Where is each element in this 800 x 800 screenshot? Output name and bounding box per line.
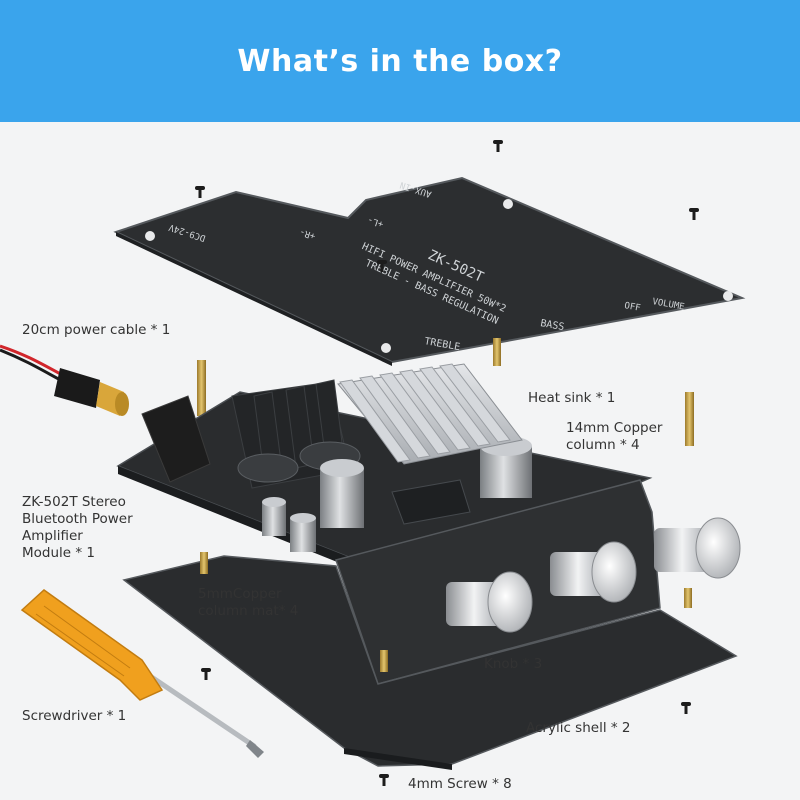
board-l-text: +L- (366, 214, 385, 229)
label-module-line3: Amplifier (22, 528, 83, 544)
screw-icon (195, 140, 699, 272)
board-off-text: OFF (623, 301, 641, 314)
label-screw: 4mm Screw * 8 (408, 776, 512, 792)
label-acrylic-shell: Acrylic shell * 2 (526, 720, 631, 736)
label-module-line4: Module * 1 (22, 545, 96, 561)
label-module-line1: ZK-502T Stereo (22, 494, 126, 510)
label-copper-column-line1: 14mm Copper (566, 420, 663, 436)
copper-column-mat-icon (200, 552, 692, 672)
product-illustration: ZK-502T HIFI POWER AMPLIFIER 50W*2 TREBL… (0, 122, 800, 800)
board-bass-text: BASS (539, 318, 565, 333)
screwdriver-icon (20, 589, 264, 758)
top-acrylic-shell: ZK-502T HIFI POWER AMPLIFIER 50W*2 TREBL… (113, 176, 746, 366)
board-r-text: +R- (298, 226, 317, 241)
heat-sink-icon (337, 363, 523, 465)
header-banner: What’s in the box? (0, 0, 800, 122)
label-column-mat-line2: column mat* 4 (198, 603, 299, 619)
label-copper-column: 14mm Copper column * 4 (566, 420, 662, 454)
page-title: What’s in the box? (237, 43, 563, 79)
screw-icon (201, 668, 691, 786)
knob-icon (446, 517, 741, 633)
label-column-mat: 5mmCopper column mat* 4 (198, 586, 298, 620)
bottom-acrylic-shell (122, 555, 738, 770)
label-screwdriver: Screwdriver * 1 (22, 708, 127, 724)
label-knob: Knob * 3 (484, 656, 543, 672)
power-plug-icon (0, 344, 129, 416)
label-copper-column-line2: column * 4 (566, 437, 640, 453)
label-module-line2: Bluetooth Power (22, 511, 133, 527)
label-column-mat-line1: 5mmCopper (198, 586, 282, 602)
exploded-view-svg: ZK-502T HIFI POWER AMPLIFIER 50W*2 TREBL… (0, 140, 746, 786)
label-module: ZK-502T Stereo Bluetooth Power Amplifier… (22, 494, 133, 562)
label-power-cable: 20cm power cable * 1 (22, 322, 171, 338)
label-heat-sink: Heat sink * 1 (528, 390, 616, 406)
